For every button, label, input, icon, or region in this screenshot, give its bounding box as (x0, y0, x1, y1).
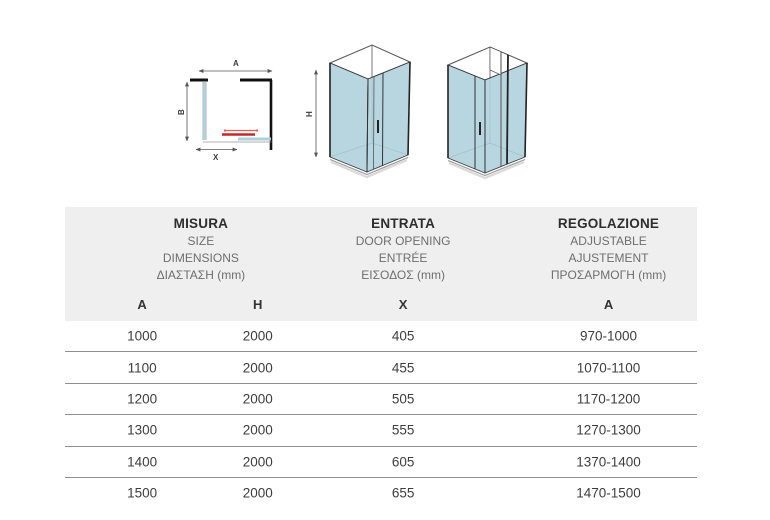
table-row: 1000 2000 405 970-1000 (65, 321, 697, 351)
cell-opening-x: 555 (391, 422, 415, 438)
table-row: 1500 2000 655 1470-1500 (65, 476, 697, 508)
column-header-h: H (253, 297, 263, 312)
table-row: 1400 2000 605 1370-1400 (65, 445, 697, 477)
dimension-label-h: H (305, 111, 314, 117)
column-header-row: A H X A (65, 297, 697, 317)
cell-height-h: 2000 (242, 422, 273, 438)
glass-face-left (329, 62, 369, 173)
panel-gap (489, 46, 502, 76)
cell-adjust-range: 1170-1200 (576, 391, 641, 407)
iso-back-diagram (446, 46, 529, 180)
wall-profile (506, 54, 509, 164)
cell-size-a: 1500 (127, 485, 158, 501)
door-divider (382, 72, 384, 167)
group-subtitle: AJUSTEMENT (568, 251, 649, 265)
group-subtitle: DOOR OPENING (355, 234, 451, 248)
cell-opening-x: 605 (391, 454, 415, 470)
group-subtitle: ΕΙΣΟΔΟΣ (mm) (361, 268, 445, 282)
group-subtitle: DIMENSIONS (162, 251, 239, 265)
group-subtitle: ΠΡΟΣΑΡΜΟΓΗ (mm) (550, 268, 667, 282)
table-body: 1000 2000 405 970-1000 1100 2000 455 107… (65, 321, 697, 509)
cell-opening-x: 505 (391, 391, 415, 407)
table-row: 1200 2000 505 1170-1200 (65, 382, 697, 414)
tray-shadow (448, 160, 525, 180)
group-subtitle: ENTRÉE (378, 251, 428, 265)
group-title: REGOLAZIONE (557, 216, 660, 231)
profile-right-edge (524, 62, 528, 158)
cell-adjust-range: 1270-1300 (576, 422, 641, 438)
tray-edge (329, 156, 409, 176)
cell-size-a: 1100 (127, 360, 157, 376)
cell-height-h: 2000 (242, 485, 273, 501)
spec-table: MISURA SIZE DIMENSIONS ΔΙΑΣΤΑΣΗ (mm) ENT… (65, 207, 697, 509)
cell-size-a: 1200 (127, 391, 158, 407)
tray-edge (447, 158, 526, 177)
glass-face-right (484, 62, 528, 174)
door-roller-left (224, 129, 226, 132)
cell-opening-x: 455 (391, 360, 415, 376)
cell-height-h: 2000 (242, 454, 273, 470)
cell-height-h: 2000 (242, 360, 273, 376)
column-header-a2: A (603, 297, 614, 312)
iso-front-diagram: H (305, 44, 412, 179)
glass-face-left (447, 64, 486, 174)
header-group-door-opening: ENTRATA DOOR OPENING ENTRÉE ΕΙΣΟΔΟΣ (mm) (356, 215, 451, 284)
door-roller-right (256, 129, 258, 132)
cell-adjust-range: 1070-1100 (576, 360, 641, 376)
front-corner-edge (366, 78, 369, 173)
column-header-x: X (398, 297, 408, 312)
group-subtitle: ADJUSTABLE (570, 234, 647, 248)
header-group-size: MISURA SIZE DIMENSIONS ΔΙΑΣΤΑΣΗ (mm) (157, 215, 246, 284)
top-view-diagram: A B X (178, 59, 273, 162)
cell-size-a: 1000 (127, 328, 158, 344)
cell-adjust-range: 1370-1400 (576, 454, 641, 470)
cell-size-a: 1300 (127, 422, 158, 438)
profile-right-edge (407, 61, 411, 156)
cell-adjust-range: 1470-1500 (576, 485, 641, 501)
table-row: 1300 2000 555 1270-1300 (65, 414, 697, 445)
table-header: MISURA SIZE DIMENSIONS ΔΙΑΣΤΑΣΗ (mm) ENT… (65, 207, 697, 321)
cell-height-h: 2000 (242, 391, 273, 407)
cell-adjust-range: 970-1000 (579, 328, 638, 344)
fixed-panel-frame (373, 76, 375, 170)
group-title: ENTRATA (371, 216, 436, 231)
cell-size-a: 1400 (127, 454, 158, 470)
table-row: 1100 2000 455 1070-1100 (65, 351, 697, 382)
cell-opening-x: 405 (391, 328, 415, 344)
cell-opening-x: 655 (391, 485, 415, 501)
header-group-adjustable: REGOLAZIONE ADJUSTABLE AJUSTEMENT ΠΡΟΣΑΡ… (551, 215, 666, 284)
dimension-label-a: A (233, 59, 239, 68)
cell-height-h: 2000 (242, 328, 273, 344)
group-subtitle: ΔΙΑΣΤΑΣΗ (mm) (156, 268, 246, 282)
dimension-label-b: B (178, 109, 186, 115)
tray-shadow (330, 158, 408, 179)
column-header-a: A (137, 297, 147, 312)
dimension-label-x: X (213, 153, 219, 162)
group-title: MISURA (173, 216, 229, 231)
group-subtitle: SIZE (187, 234, 215, 248)
